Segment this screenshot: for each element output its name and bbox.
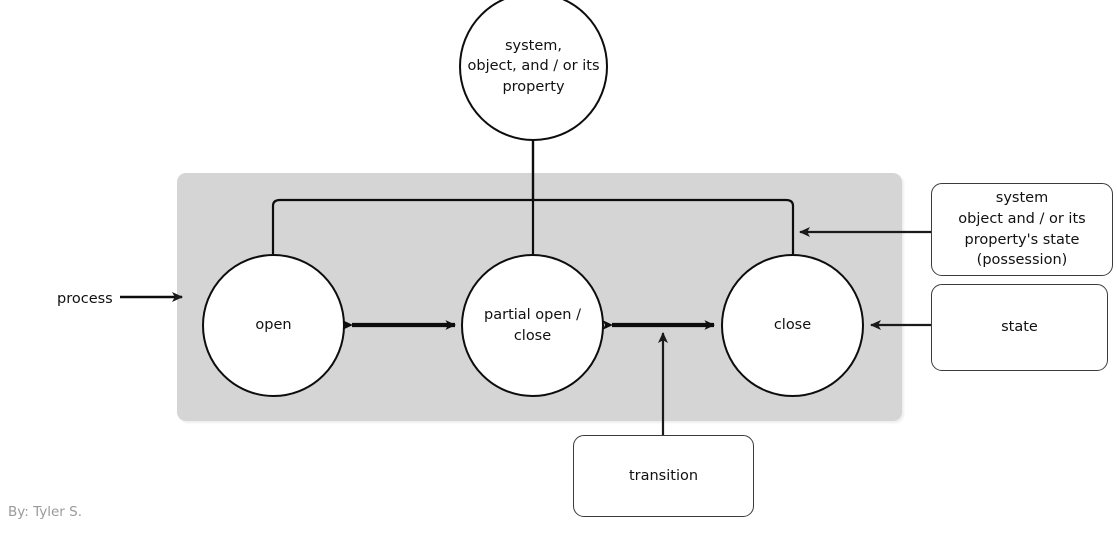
annotation-process: process <box>57 291 113 307</box>
node-close[interactable]: close <box>721 254 864 397</box>
node-open[interactable]: open <box>202 254 345 397</box>
node-possession-state[interactable]: system object and / or its property's st… <box>931 183 1113 276</box>
node-label-partial: partial open / close <box>484 306 581 344</box>
node-state[interactable]: state <box>931 284 1108 371</box>
node-label-open: open <box>255 317 292 334</box>
node-label-transition: transition <box>628 467 699 484</box>
connector-root-to-bar <box>271 140 795 254</box>
node-label-possession: system object and / or its property's st… <box>958 190 1086 269</box>
credits-block: By: Tyler S. Date: 2022-June-5 Copyright… <box>8 481 135 543</box>
node-system-object-property[interactable]: system, object, and / or its property <box>459 0 608 141</box>
node-transition[interactable]: transition <box>573 435 754 517</box>
credits-author: By: Tyler S. <box>8 503 82 520</box>
node-label-root: system, object, and / or its property <box>467 37 600 95</box>
node-label-state: state <box>1001 319 1038 336</box>
node-partial-open-close[interactable]: partial open / close <box>461 254 604 397</box>
node-label-close: close <box>773 317 812 334</box>
